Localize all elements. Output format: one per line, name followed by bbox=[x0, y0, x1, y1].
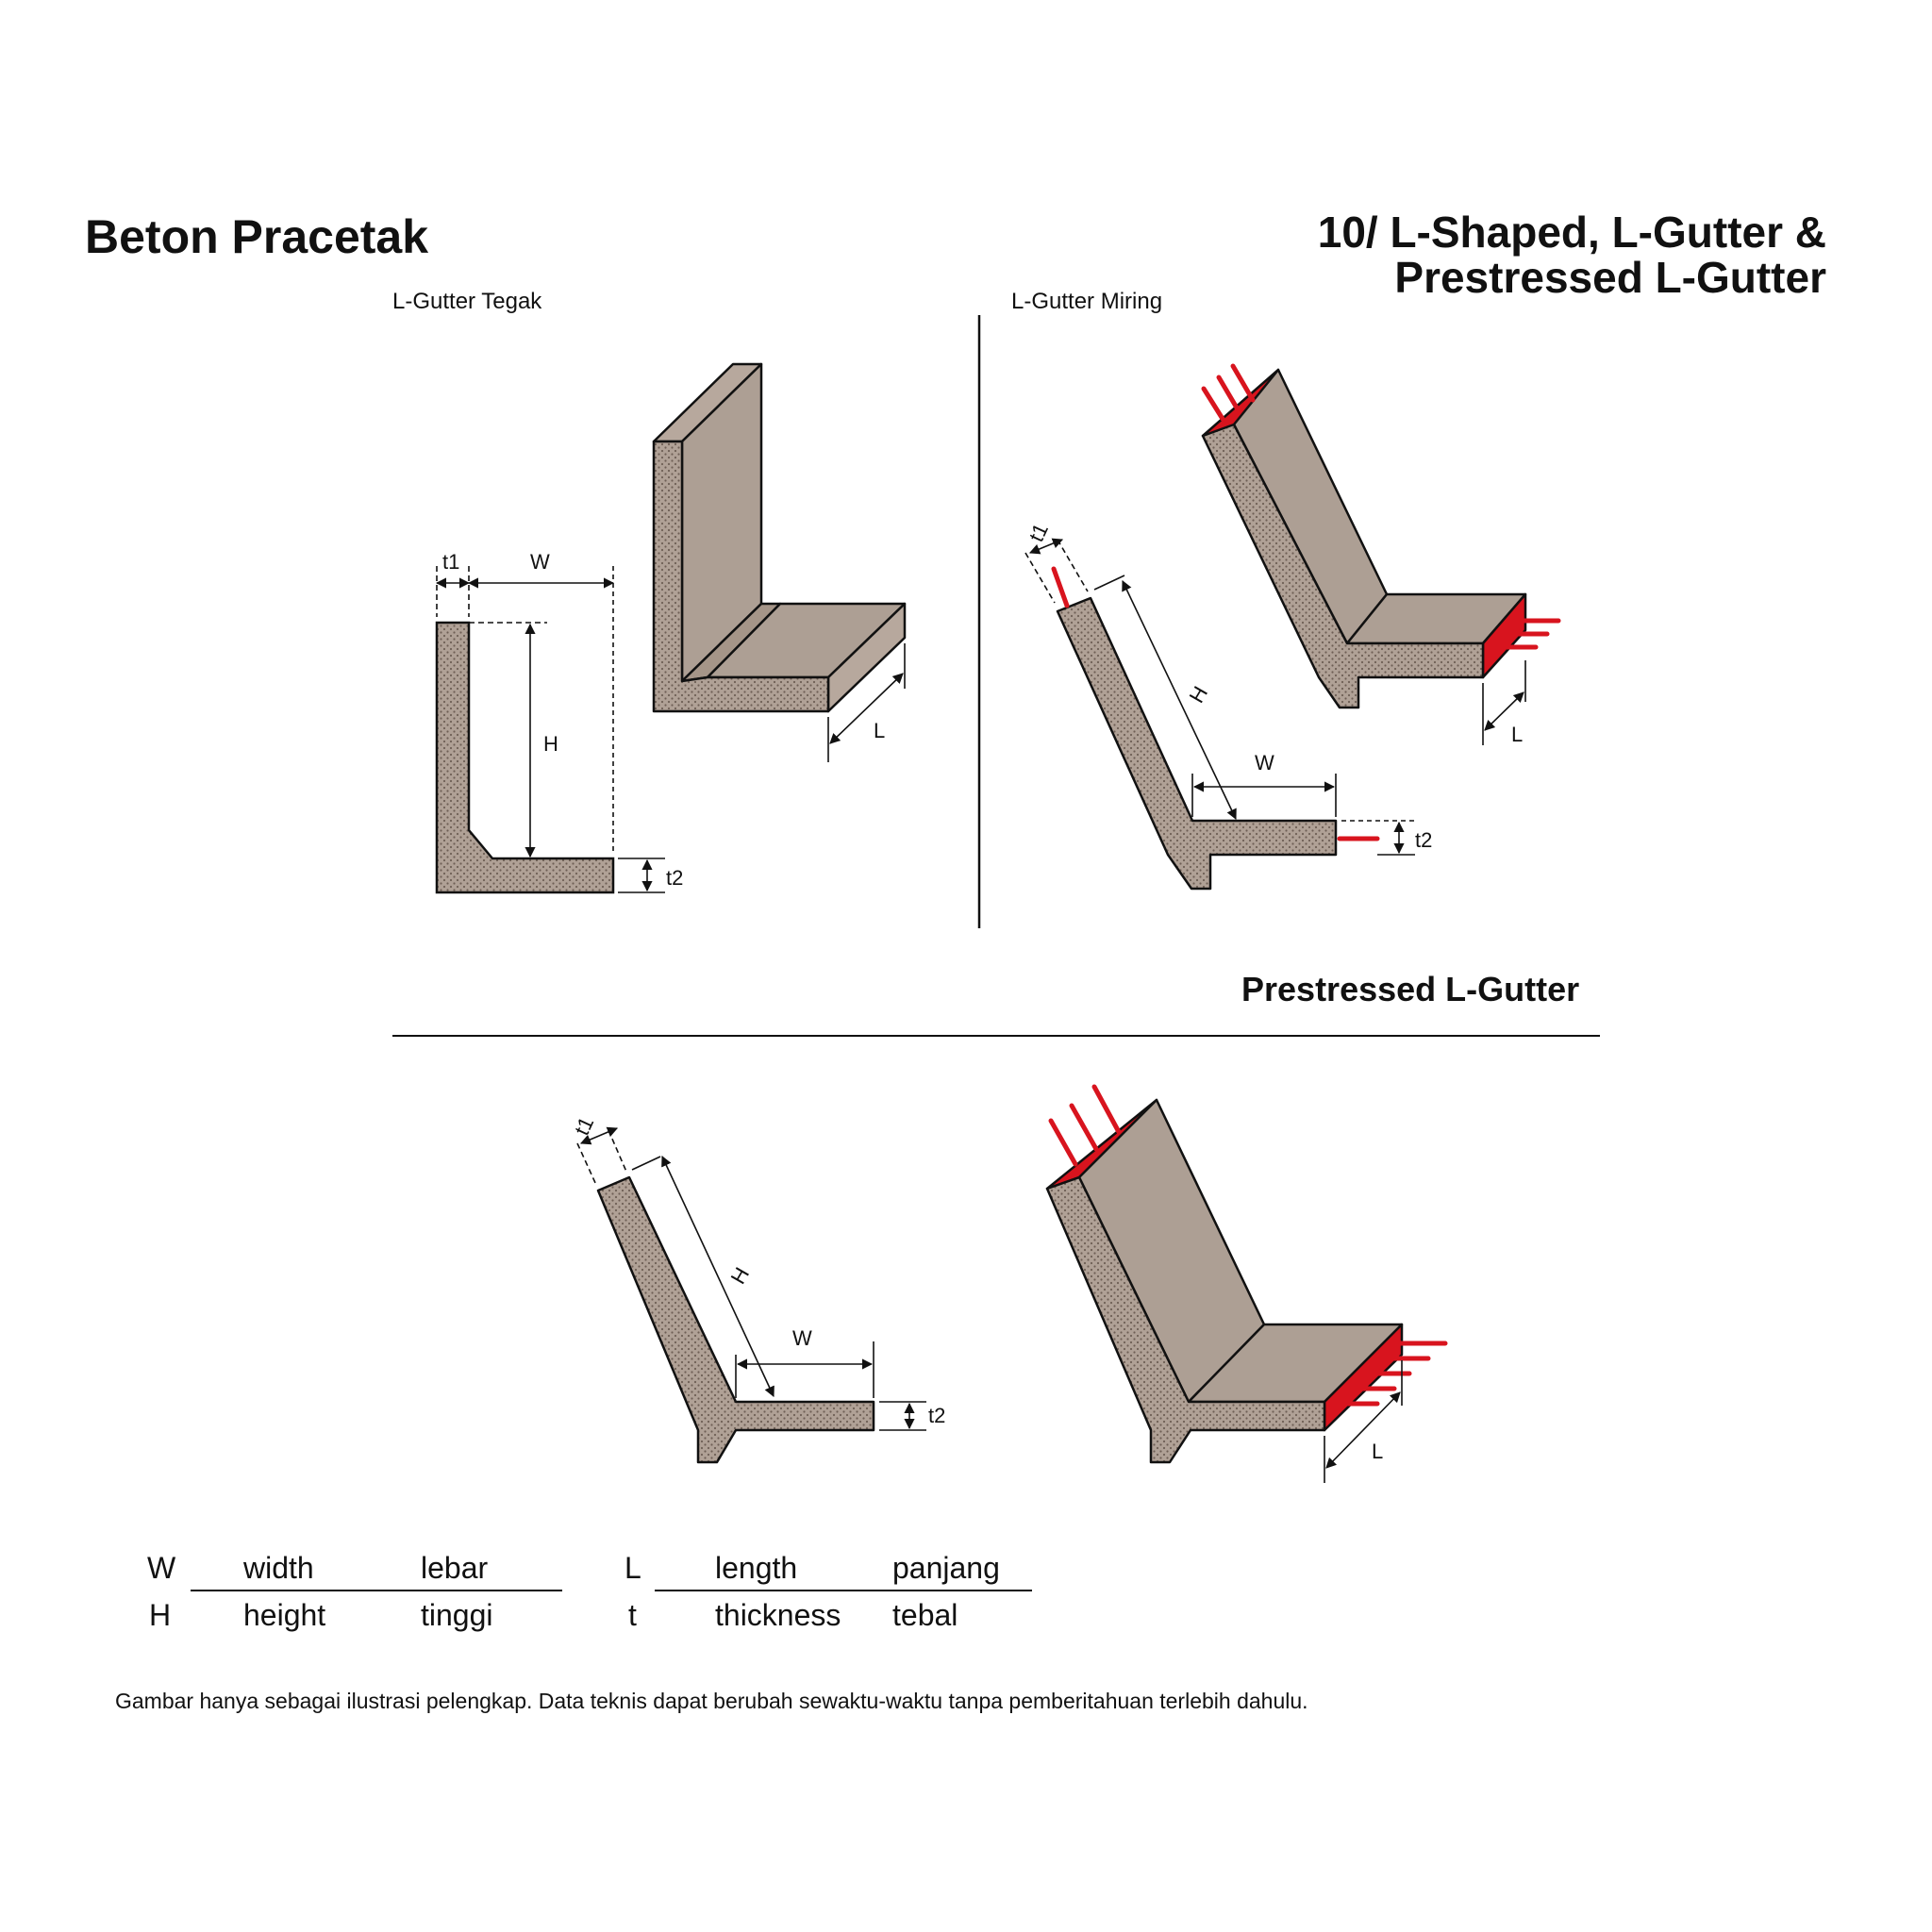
miring-h-label: H bbox=[1185, 682, 1213, 707]
tegak-w-label: W bbox=[530, 550, 550, 574]
miring-l-label: L bbox=[1511, 723, 1523, 746]
prestressed-l-label: L bbox=[1372, 1440, 1383, 1463]
prestressed-3d bbox=[1045, 1098, 1404, 1464]
footnote: Gambar hanya sebagai ilustrasi pelengkap… bbox=[115, 1689, 1308, 1713]
prestressed-dimensions bbox=[576, 1126, 926, 1431]
tegak-section bbox=[435, 621, 615, 894]
legend-h-id: tinggi bbox=[421, 1598, 493, 1632]
tegak-t2-label: t2 bbox=[666, 866, 683, 890]
legend-w-symbol: W bbox=[147, 1551, 176, 1585]
section-title-line2: Prestressed L-Gutter bbox=[1394, 253, 1826, 302]
prestressed-t2-label: t2 bbox=[928, 1404, 945, 1427]
miring-3d-dim bbox=[1482, 660, 1526, 745]
miring-3d bbox=[1201, 368, 1527, 709]
section-title-line1: 10/ L-Shaped, L-Gutter & bbox=[1317, 208, 1826, 257]
miring-t1-label: t1 bbox=[1024, 520, 1053, 545]
tegak-dimensions bbox=[435, 566, 665, 893]
legend-l-en: length bbox=[715, 1551, 798, 1585]
miring-w-label: W bbox=[1255, 751, 1274, 774]
prestressed-section bbox=[596, 1175, 875, 1464]
miring-3d-strands bbox=[1201, 363, 1561, 650]
prestressed-dim-labels: t1 H W t2 bbox=[570, 1113, 945, 1427]
section-title: 10/ L-Shaped, L-Gutter & Prestressed L-G… bbox=[1166, 209, 1826, 300]
legend-t-en: thickness bbox=[715, 1598, 841, 1632]
prestressed-h-label: H bbox=[726, 1263, 755, 1288]
legend-t-symbol: t bbox=[628, 1598, 637, 1632]
miring-t2-label: t2 bbox=[1415, 828, 1432, 852]
legend-l-symbol: L bbox=[625, 1551, 641, 1585]
legend-l-id: panjang bbox=[892, 1551, 1000, 1585]
tegak-h-label: H bbox=[543, 732, 558, 756]
legend-w-en: width bbox=[243, 1551, 314, 1585]
legend-h-en: height bbox=[243, 1598, 326, 1632]
tegak-label: L-Gutter Tegak bbox=[392, 289, 542, 314]
miring-label: L-Gutter Miring bbox=[1011, 289, 1163, 314]
tegak-t1-label: t1 bbox=[442, 550, 459, 574]
tegak-dim-labels: t1 W H t2 bbox=[442, 550, 683, 890]
prestressed-w-label: W bbox=[792, 1326, 812, 1350]
prestressed-title: Prestressed L-Gutter bbox=[1241, 970, 1580, 1008]
miring-strands bbox=[1051, 566, 1380, 841]
miring-section bbox=[1056, 596, 1338, 891]
legend-w-id: lebar bbox=[421, 1551, 489, 1585]
tegak-l-label: L bbox=[874, 719, 885, 742]
miring-dimensions bbox=[1024, 538, 1415, 856]
tegak-3d-dim bbox=[827, 643, 906, 762]
prestressed-3d-dim bbox=[1324, 1360, 1403, 1483]
legend-h-symbol: H bbox=[149, 1598, 172, 1632]
tegak-3d bbox=[652, 362, 907, 713]
prestressed-t1-label: t1 bbox=[570, 1113, 598, 1139]
page-title: Beton Pracetak bbox=[85, 210, 429, 263]
legend-t-id: tebal bbox=[892, 1598, 958, 1632]
